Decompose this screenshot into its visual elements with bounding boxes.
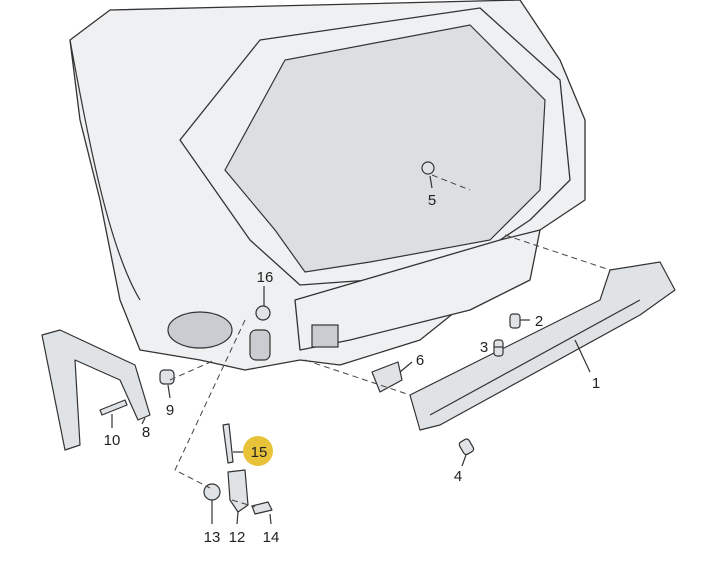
label-12: 12: [229, 529, 246, 546]
label-8: 8: [142, 424, 150, 441]
label-16: 16: [257, 269, 274, 286]
label-3: 3: [480, 339, 488, 356]
highlight-circle-15: [243, 436, 273, 466]
part-15-rod: [222, 423, 234, 464]
label-5: 5: [428, 192, 436, 209]
part-10-screw: [99, 399, 128, 416]
label-1: 1: [592, 375, 600, 392]
label-15: 15: [251, 444, 268, 461]
part-5-nut: [421, 161, 435, 175]
label-6: 6: [416, 352, 424, 369]
part-12-bracket: [227, 469, 249, 513]
label-2: 2: [535, 313, 543, 330]
part-16-grommet: [255, 305, 271, 321]
trunk-opening: [224, 24, 546, 273]
part-2-stud: [509, 313, 521, 329]
label-13: 13: [204, 529, 221, 546]
part-14-screw: [251, 501, 273, 515]
part-6-cover: [371, 361, 403, 393]
part-8-guide-bracket: [41, 329, 151, 451]
label-10: 10: [104, 432, 121, 449]
part-9-clip: [159, 369, 175, 385]
label-9: 9: [166, 402, 174, 419]
part-1-bumper-carrier: [409, 261, 676, 431]
label-14: 14: [263, 529, 280, 546]
label-4: 4: [454, 468, 462, 485]
part-4-bolt: [458, 438, 475, 456]
car-body-rear: [69, 0, 586, 371]
leader-lines: [111, 175, 591, 525]
part-3-bolt: [493, 339, 504, 357]
